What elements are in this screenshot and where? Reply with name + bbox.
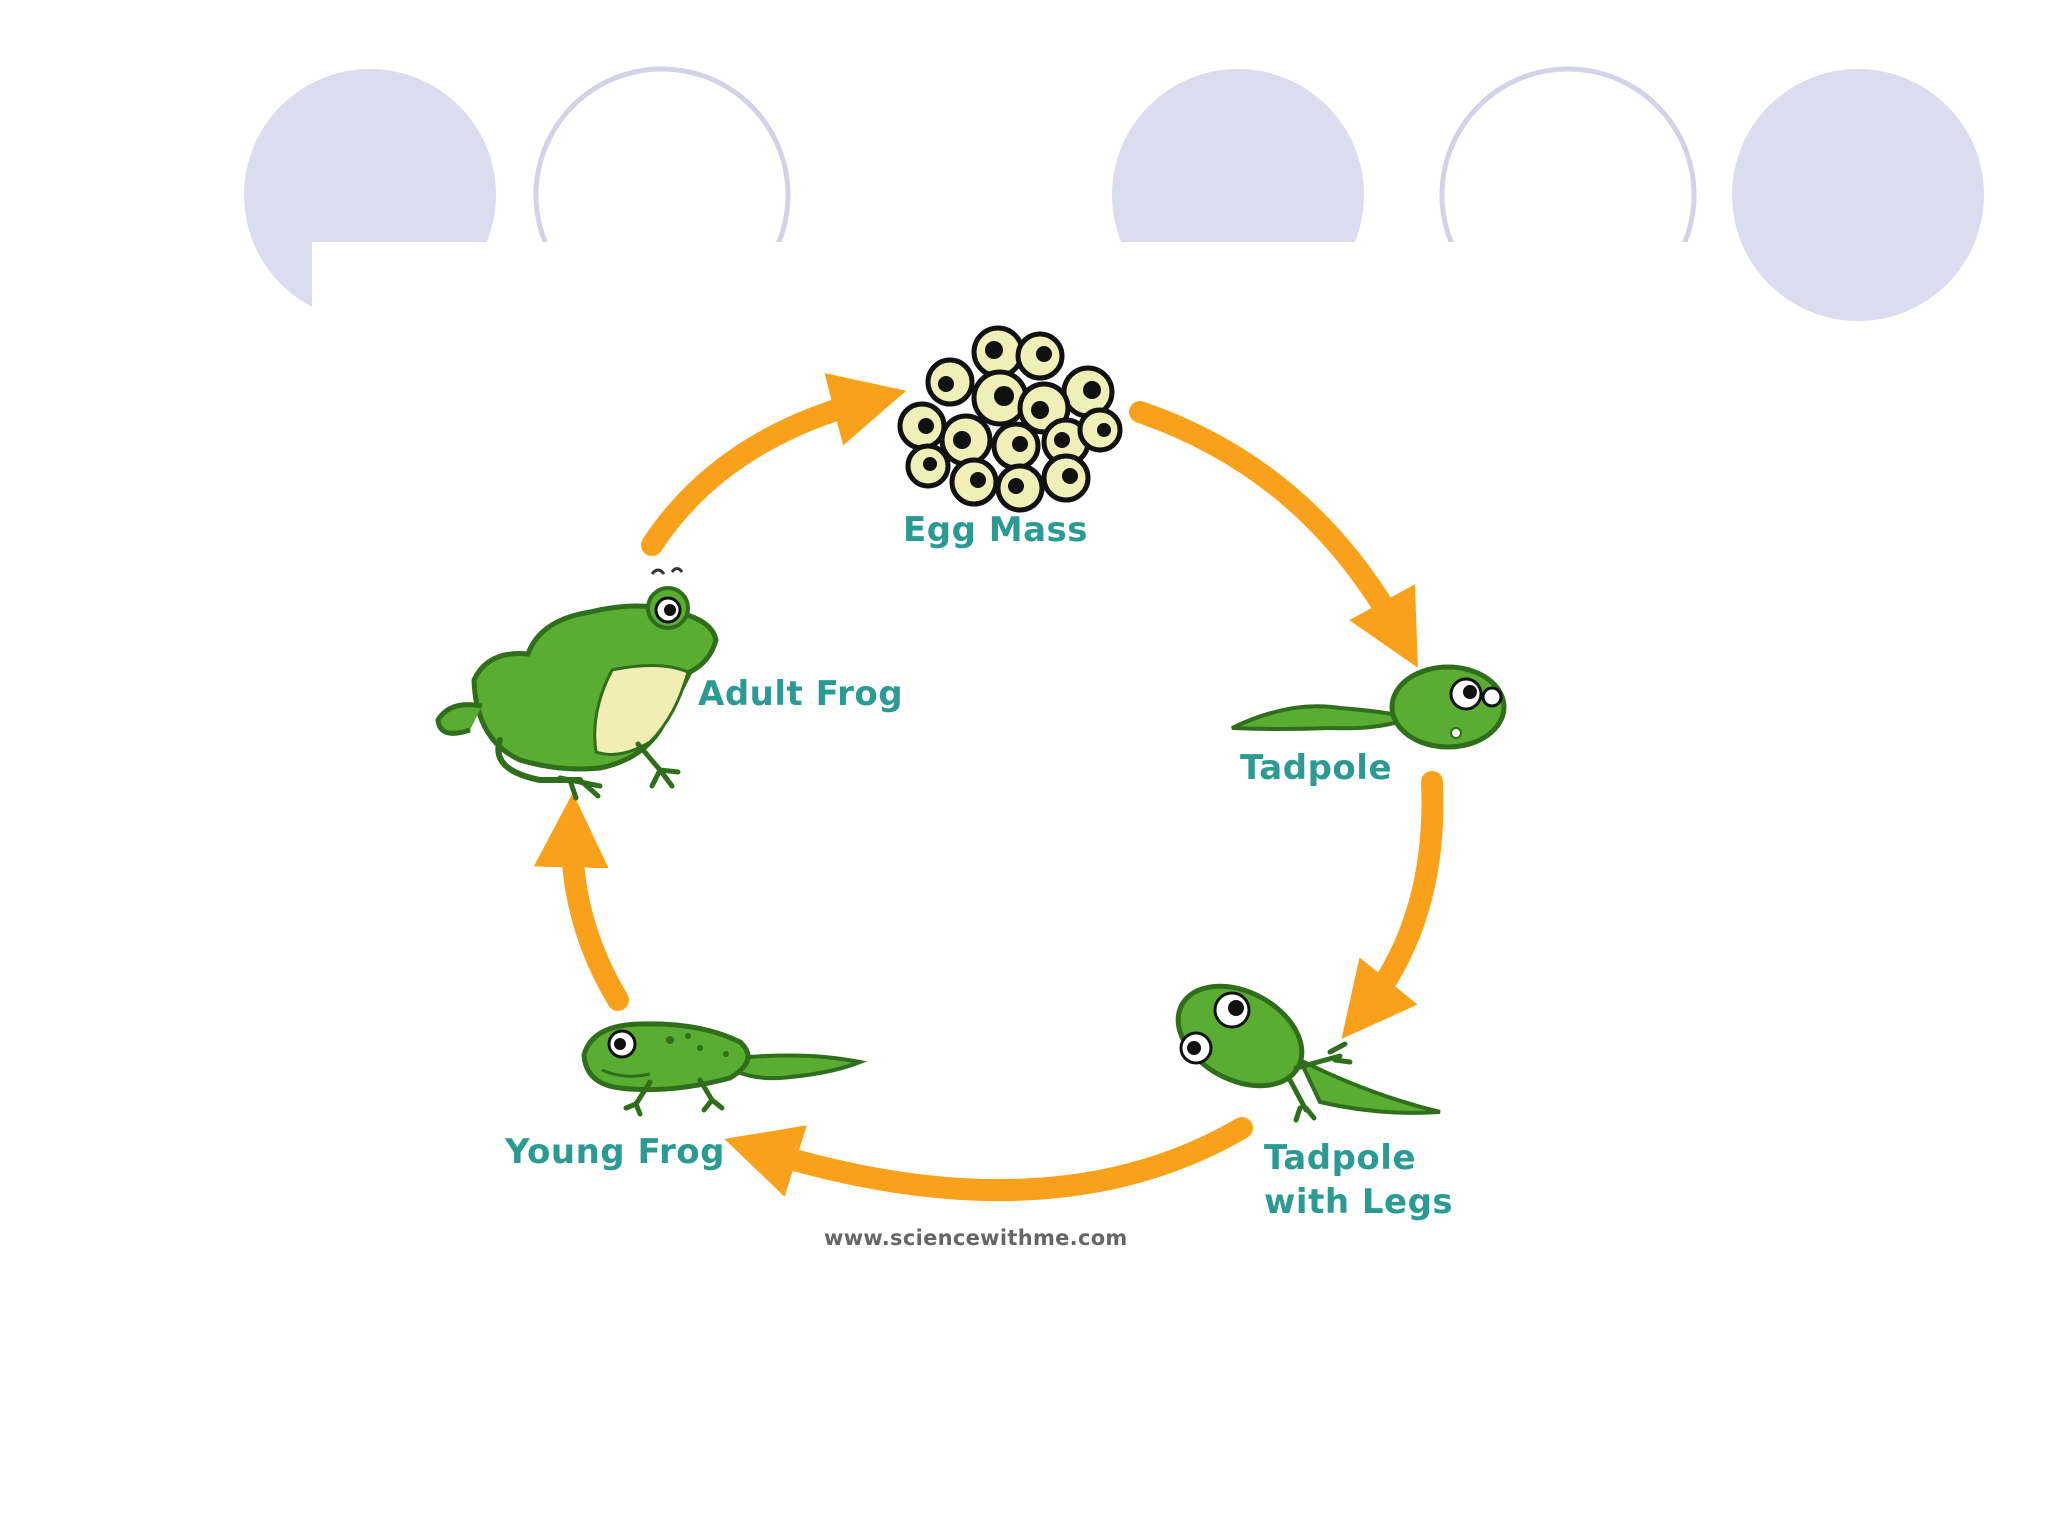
label-young-frog: Young Frog [505, 1132, 725, 1172]
content-panel-top [312, 242, 1712, 330]
header-decoration [244, 66, 1984, 330]
arrow-egg-to-tadpole [1129, 401, 1418, 668]
tadpole-with-legs-icon [1175, 983, 1441, 1123]
arrow-adult-to-egg [641, 373, 907, 556]
label-egg-mass: Egg Mass [903, 510, 1088, 550]
label-tadpole-with-legs-line1: Tadpole [1264, 1138, 1417, 1178]
arrow-legs-to-young [724, 1117, 1253, 1202]
arrow-tadpole-to-legs [1341, 771, 1444, 1040]
decor-filled-circle-3 [1732, 69, 1984, 321]
label-tadpole-with-legs: Tadpole with Legs [1264, 1136, 1453, 1224]
label-tadpole: Tadpole [1240, 748, 1393, 788]
label-adult-frog: Adult Frog [698, 674, 904, 714]
adult-frog-icon [435, 567, 719, 801]
source-credit: www.sciencewithme.com [824, 1226, 1128, 1250]
arrow-young-to-adult [533, 792, 629, 1011]
tadpole-icon [1231, 664, 1507, 750]
label-tadpole-with-legs-line2: with Legs [1264, 1182, 1454, 1222]
young-frog-icon [581, 1021, 867, 1117]
egg-mass-icon [897, 325, 1123, 513]
cycle-arrows [533, 373, 1444, 1202]
